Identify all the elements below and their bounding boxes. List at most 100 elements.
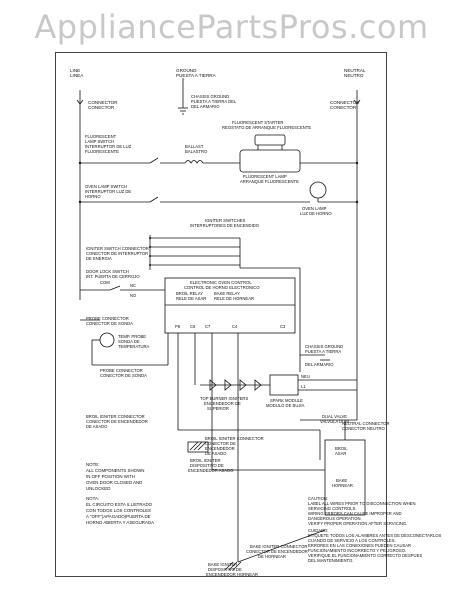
label-bake-ign-conn-es: CONECTOR DE ENCENDEDOR — [246, 549, 308, 554]
label-door-lock: DOOR LOCK SWITCH — [86, 269, 129, 274]
label-connector-left-es: CONECTOR — [88, 105, 115, 110]
label-pin-p6: P6 — [175, 324, 181, 329]
label-connector-right: CONNECTOR — [330, 100, 360, 105]
label-broil-igniter: BROIL IGNITER — [190, 458, 221, 463]
label-broil-ign-conn-es: CONECTOR DE ENCENDEDOR — [86, 419, 148, 424]
label-fluor-lamp-es: ARRANQUE FLUORESCENTE — [240, 179, 299, 184]
label-line-es: LINEA — [70, 73, 84, 78]
label-oven-lamp: OVEN LAMP — [302, 206, 327, 211]
nota-line-3: A "OFF"(APAGADO)PUERTA DE — [86, 514, 151, 519]
label-eoc: ELECTRONIC OVEN CONTROL — [190, 280, 252, 285]
caution-es-line-6: DEL MANTENIMIENTO. — [308, 558, 353, 563]
label-bake-ign-conn: BAKE IGNITER CONNECTOR — [250, 544, 307, 549]
label-probe-conn: PROBE CONNECTOR — [86, 316, 129, 321]
label-dual-valve: DUAL VALVE — [322, 414, 347, 419]
label-bake-ign-conn-es2: DE HORNEAR — [258, 554, 286, 559]
caution-line-4: DANGEROUS OPERATION. — [308, 516, 362, 521]
caution-line-5: VERIFY PROPER OPERATION AFTER SERVICING. — [308, 521, 407, 526]
label-line: LINE — [70, 68, 80, 73]
label-bake-igniter-es: DISPOSITIVO DE — [208, 567, 242, 572]
label-broil-ign-conn-es2: DE ASADO — [86, 424, 108, 429]
label-broil-relay: BROIL RELAY — [176, 291, 203, 296]
label-igniter-sw-conn-es2: DE ENERGIA — [86, 256, 112, 261]
nota-line-4: HORNO ABIERTA Y ASEGURADA — [86, 520, 154, 525]
label-spark-module-es: MODULO DE BUJIA — [266, 403, 305, 408]
label-oven-lamp-switch-es: INTERRUPTOR LUZ DE — [85, 189, 131, 194]
nota-title: NOTA: — [86, 496, 99, 501]
label-l1: L1 — [301, 384, 306, 389]
note-line-4: UNLOCKED — [86, 486, 110, 491]
label-chassis-ground-2-es: PUESTA A TIERRA — [305, 349, 341, 354]
caution-line-1: LABEL ALL WIRES PRIOR TO DISCONNECTION W… — [308, 501, 416, 506]
label-igniter-switches: IGNITER SWITCHES — [205, 218, 245, 223]
label-dual-valve-es: VALVULA DUAL — [320, 419, 351, 424]
caution-es-line-1: ETIQUETE TODOS LOS ALAMBRES ANTES DE DES… — [308, 533, 442, 538]
label-chassis-ground-1-es: PUESTA A TIERRA DEL — [191, 99, 237, 104]
label-broil-igniter-es: DISPOSITIVO DE — [190, 463, 224, 468]
label-oven-lamp-es: LUZ DE HORNO — [300, 211, 332, 216]
label-top-igniters: TOP BURNER IGNITERS — [200, 396, 248, 401]
label-broil-ign-conn: BROIL IGNITER CONNECTOR — [86, 414, 145, 419]
label-broil-relay-es: RELE DE ASAR — [176, 296, 206, 301]
label-neutral-es: NEUTRO — [344, 73, 364, 78]
label-neutral: NEUTRAL — [344, 68, 366, 73]
label-pin-c7: C7 — [205, 324, 211, 329]
label-broil-ign-conn-2-es3: DE ASADO — [205, 451, 227, 456]
label-bake-relay-es: RELE DE HORNEAR — [214, 296, 254, 301]
label-broil-es: ASAR — [335, 451, 346, 456]
caution-es-line-5: VERIFIQUE EL FUNCIONAMIENTO CORRECTO DES… — [308, 553, 422, 558]
nota-line-1: EL CIRCUITO ESTA ILUSTRADO — [86, 502, 153, 507]
label-fluor-starter-es: REOSTATO DE ARRANQUE FLUORESCENTE — [222, 125, 311, 130]
label-chassis-ground-2: CHASSIS GROUND — [305, 344, 343, 349]
label-fluor-switch-es: INTERRUPTOR DE LUZ — [85, 144, 132, 149]
note-line-3: OVEN DOOR CLOSED AND — [86, 480, 142, 485]
nota-line-2: CON TODOS LOS CONTROLES — [86, 508, 151, 513]
electronic-oven-control-box — [164, 277, 296, 334]
label-chassis-ground-2-es2: DEL ARMARIO — [305, 362, 334, 367]
label-ground-es: PUESTA A TIERRA — [176, 73, 217, 78]
label-probe-conn-2: PROBE CONNECTOR — [100, 368, 143, 373]
label-fluor-switch-2: LAMP SWITCH — [85, 139, 114, 144]
caution-es-line-2: CUANDO DE SERVICIO A LOS CONTROLES. — [308, 538, 396, 543]
label-pin-c3: C3 — [280, 324, 286, 329]
caution-title: CAUTION: — [308, 496, 328, 501]
label-door-lock-es: INT. PUERTA DE CERROJO — [86, 274, 140, 279]
label-chassis-ground-1-es2: DEL ARMARIO — [191, 104, 220, 109]
label-nc: NC — [130, 283, 136, 288]
caution-line-2: SERVICING CONTROLS. — [308, 506, 357, 511]
caution-es-line-3: ERRORES EN LAS CONEXIONES PUEDEN CAUSAR — [308, 543, 411, 548]
label-fluor-lamp: FLUORESCENT LAMP — [243, 174, 287, 179]
caution-es-line-4: FUNCIONAMIENTO INCORRECTO Y PELIGROSO. — [308, 548, 406, 553]
label-connector-left: CONNECTOR — [88, 100, 118, 105]
label-bake-igniter-es2: ENCENDEDOR HORNEAR — [206, 572, 258, 577]
label-temp-probe-es2: TEMPERATURA — [118, 344, 150, 349]
label-oven-lamp-switch-es2: HORNO — [85, 194, 101, 199]
diagram-border — [55, 52, 387, 577]
label-no: NO — [130, 293, 137, 298]
label-fluor-starter: FLUORESCENT STARTER — [232, 120, 283, 125]
label-igniter-sw-conn-es: CONECTOR DE INTERRUPTOR — [86, 251, 148, 256]
label-broil-ign-conn-2: BROIL IGNITER CONNECTOR — [205, 436, 264, 441]
note-line-1: ALL COMPONENTS SHOWN — [86, 468, 144, 473]
label-broil-ign-conn-2-es2: ENCENDEDOR — [205, 446, 235, 451]
label-pin-c6: C6 — [190, 324, 196, 329]
label-igniter-switches-es: INTERRUPTORES DE ENCENDIDO — [190, 223, 260, 228]
label-temp-probe-es: SONDA DE — [118, 339, 140, 344]
caution-es-title: CUIDADO: — [308, 528, 328, 533]
label-igniter-sw-conn: IGNITER SWITCH CONNECTOR — [86, 246, 149, 251]
label-top-igniters-es2: SUPERIOR — [207, 406, 229, 411]
label-neutral-conn-es: CONECTOR NEUTRO — [342, 426, 385, 431]
label-broil-ign-conn-2-es: CONECTOR DE — [205, 441, 236, 446]
label-fluor-switch: FLUORESCENT — [85, 134, 117, 139]
label-neutral-conn: NEUTRAL CONNECTOR — [342, 421, 389, 426]
label-bake: BAKE — [336, 478, 347, 483]
label-neu: NEU — [301, 374, 310, 379]
label-spark-module: SPARK MODULE — [270, 398, 303, 403]
label-broil: BROIL — [335, 446, 348, 451]
label-probe-conn-es: CONECTOR DE SONDA — [86, 321, 133, 326]
label-bake-igniter: BAKE IGNITER — [208, 562, 237, 567]
label-eoc-es: CONTROL DE HORNO ELECTRONICO — [184, 285, 260, 290]
label-pin-c4: C4 — [232, 324, 238, 329]
label-ballast-es: BALASTRO — [185, 149, 208, 154]
